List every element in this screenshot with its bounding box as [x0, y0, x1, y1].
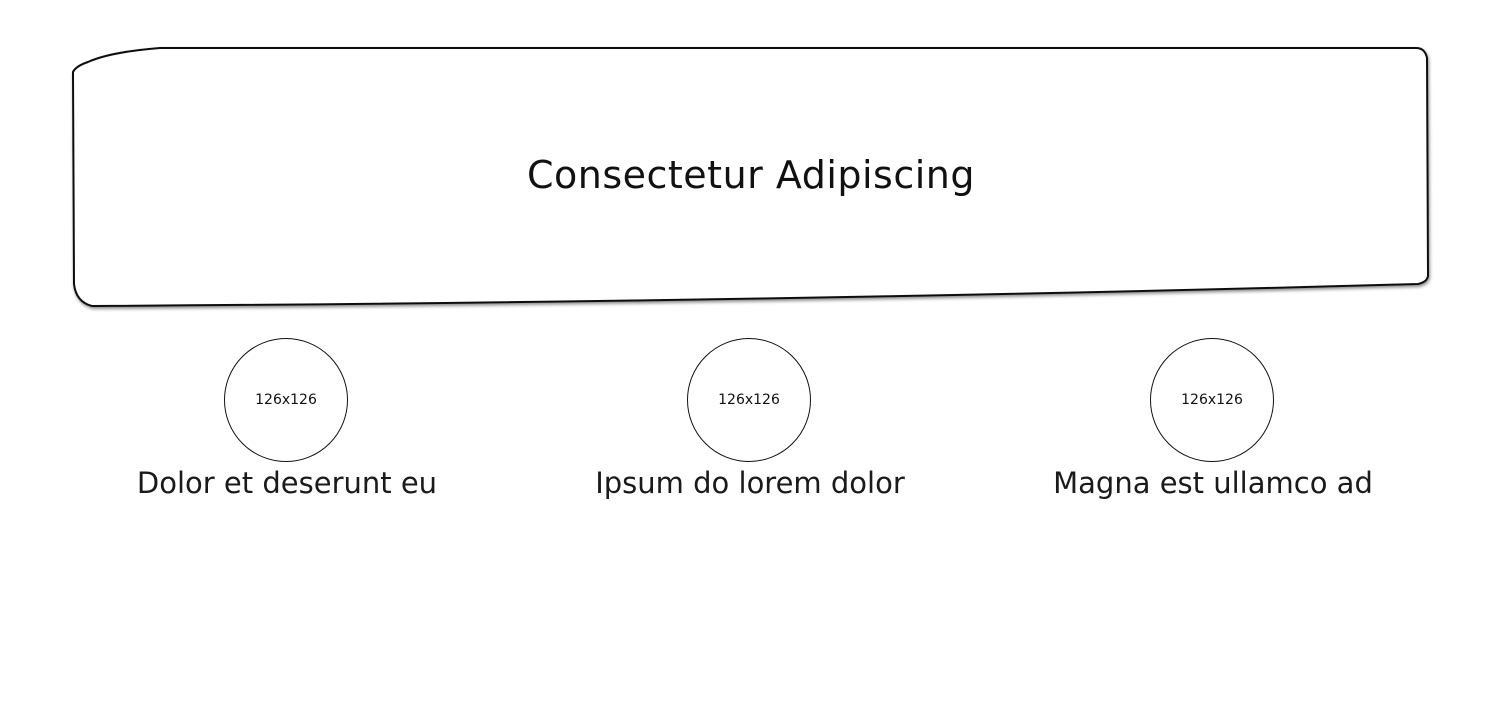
feature-card: 126x126 Ipsum do lorem dolor [560, 338, 940, 508]
image-placeholder: 126x126 [687, 338, 811, 462]
hero-title: Consectetur Adipiscing [526, 153, 976, 197]
card-caption: Magna est ullamco ad [1053, 466, 1373, 500]
image-size-label: 126x126 [1181, 392, 1243, 408]
image-size-label: 126x126 [255, 392, 317, 408]
image-size-label: 126x126 [718, 392, 780, 408]
card-caption: Dolor et deserunt eu [136, 466, 438, 500]
card-caption: Ipsum do lorem dolor [595, 466, 905, 500]
hero-sketch-frame [71, 46, 1430, 308]
feature-card: 126x126 Magna est ullamco ad [1023, 338, 1403, 508]
hero-banner: Consectetur Adipiscing [70, 44, 1432, 310]
feature-card: 126x126 Dolor et deserunt eu [97, 338, 477, 508]
image-placeholder: 126x126 [224, 338, 348, 462]
image-placeholder: 126x126 [1150, 338, 1274, 462]
